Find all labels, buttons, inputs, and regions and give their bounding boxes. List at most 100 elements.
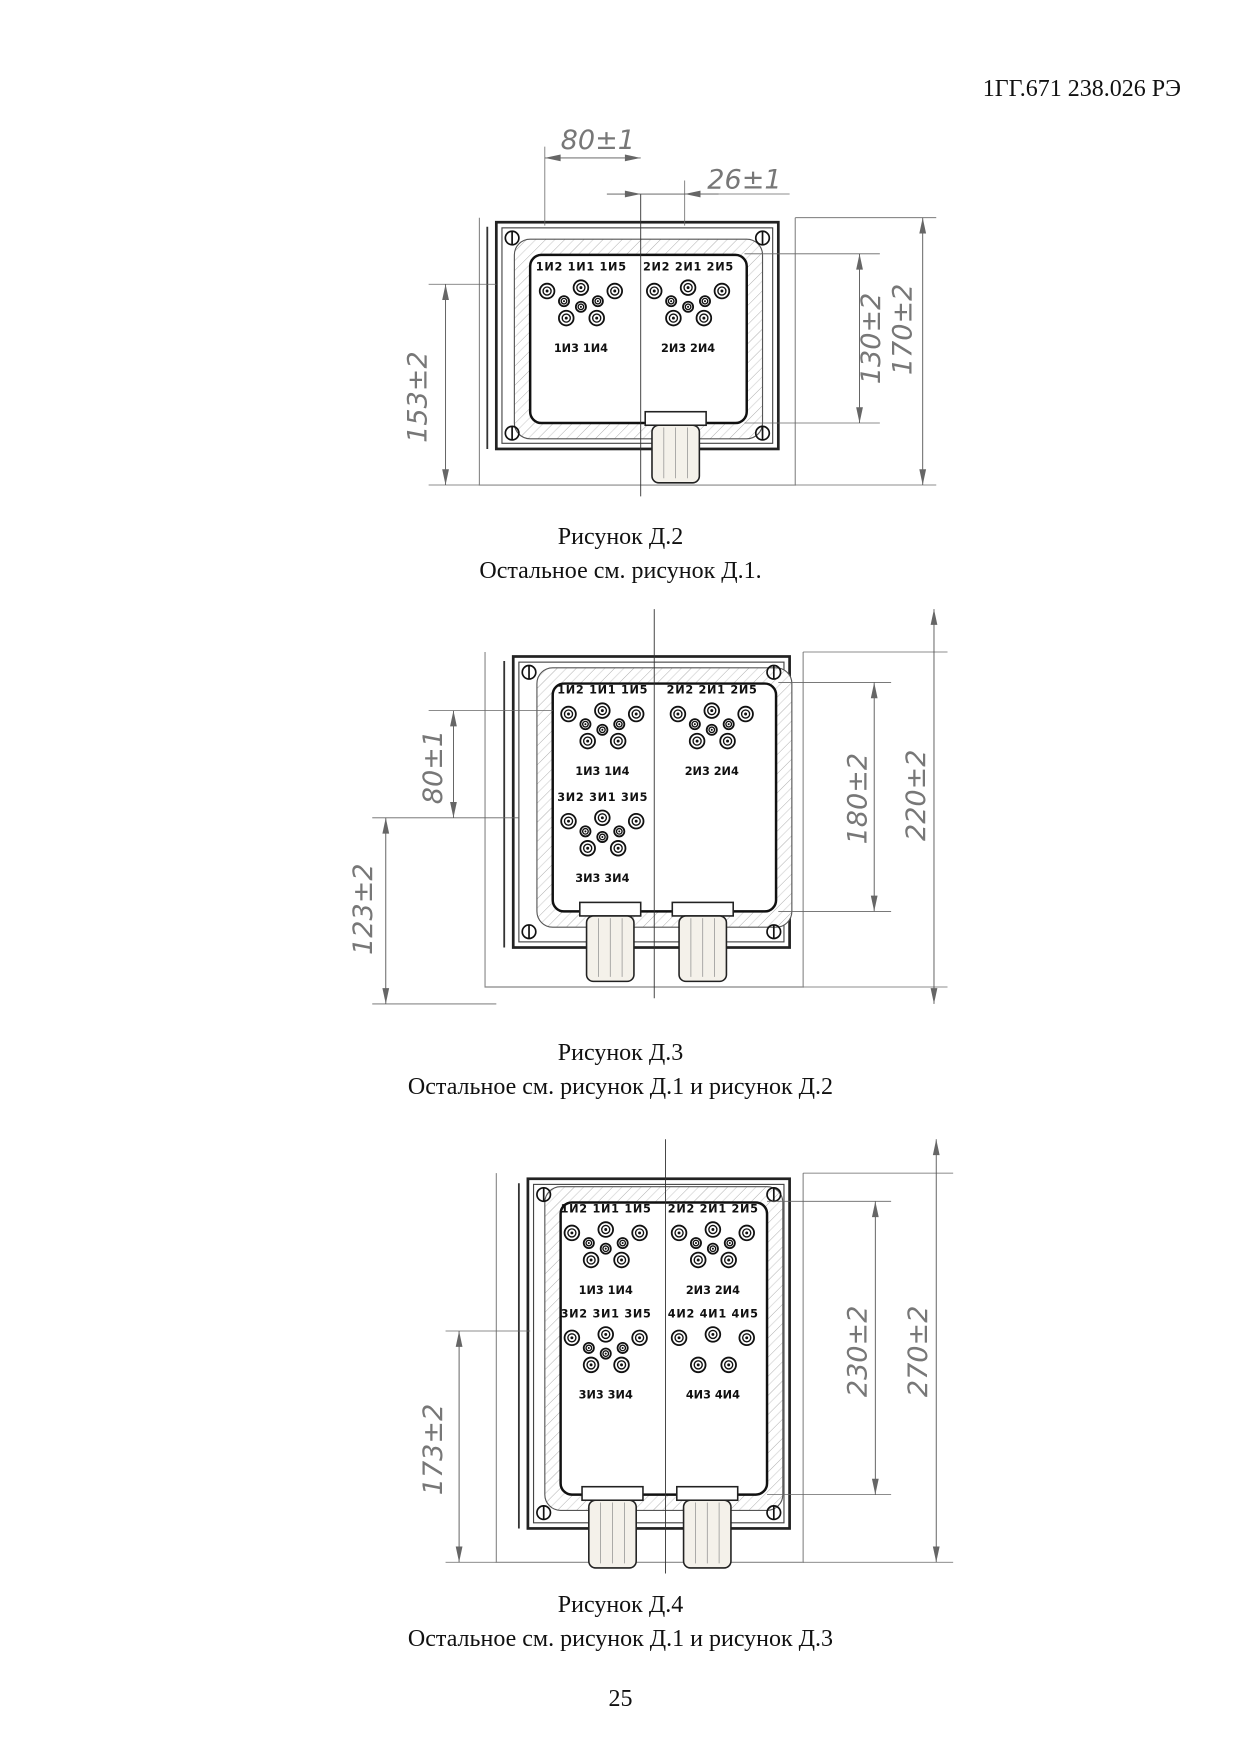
connector-socket-pin	[570, 1231, 574, 1235]
connector-socket-inner	[585, 1239, 593, 1247]
cable-gland	[671, 901, 734, 983]
dimension-arrow	[856, 253, 863, 270]
connector-socket-inner	[693, 1360, 703, 1370]
connector-socket-icon	[682, 300, 695, 313]
connector-socket-inner	[619, 1239, 627, 1247]
connector-socket-inner	[592, 313, 602, 323]
figure-note: Остальное см. рисунок Д.1 и рисунок Д.3	[407, 1626, 834, 1652]
connector-socket-icon	[722, 718, 735, 731]
dimension-arrow	[930, 609, 938, 625]
connector-group-bottom-label: 3И3 3И4	[575, 872, 629, 885]
connector-socket-pin	[620, 1258, 623, 1262]
connector-socket-icon	[631, 1329, 648, 1347]
connector-socket-pin	[696, 1363, 700, 1367]
connector-socket-pin	[584, 723, 587, 726]
connector-socket-pin	[618, 830, 621, 833]
connector-socket-inner	[598, 833, 606, 841]
dimension-arrow	[856, 407, 863, 423]
connector-socket-icon	[723, 1237, 736, 1250]
connector-socket-icon	[582, 1356, 600, 1374]
dimension-arrow	[624, 190, 641, 198]
connector-socket-inner	[613, 736, 623, 746]
gland-nut	[579, 901, 642, 917]
enclosure-frame-inner	[532, 1183, 785, 1524]
connector-socket-icon	[689, 1251, 707, 1269]
connector-socket-icon	[579, 718, 592, 731]
connector-socket-inner	[709, 1245, 717, 1253]
connector-group-bottom-label: 1И3 1И4	[554, 342, 608, 355]
connector-socket-icon	[596, 723, 609, 736]
connector-socket-inner	[613, 843, 623, 853]
connector-socket-icon	[719, 732, 736, 750]
connector-socket-pin	[726, 739, 730, 743]
connector-socket-pin	[601, 835, 604, 838]
connector-socket-icon	[669, 705, 687, 723]
dimension-arrow	[930, 988, 938, 1004]
dimension-arrow	[871, 1201, 879, 1218]
connector-socket-inner	[742, 1333, 752, 1343]
connector-socket-inner	[667, 297, 675, 305]
connector-group-top-label: 2И2 2И1 2И5	[667, 684, 757, 697]
dimension-label: 123±2	[348, 863, 379, 955]
dimension-arrow	[442, 469, 449, 486]
connector-socket-pin	[745, 1336, 749, 1340]
connector-group-top-label: 2И2 2И1 2И5	[643, 261, 733, 274]
connector-socket-icon	[609, 840, 627, 857]
connector-socket-inner	[631, 709, 641, 719]
dimension-arrow	[932, 1546, 940, 1563]
connector-socket-pin	[638, 1231, 642, 1235]
connector-socket-inner	[631, 816, 641, 826]
connector-socket-inner	[616, 1360, 627, 1370]
figure-d3-caption: Рисунок Д.3 Остальное см. рисунок Д.1 и …	[0, 1036, 1241, 1104]
dimension-arrow	[442, 284, 449, 301]
connector-socket-inner	[708, 1224, 718, 1235]
dimension-label: 173±2	[418, 1404, 449, 1496]
connector-socket-inner	[577, 303, 585, 311]
horizontal-dimension: 80±1	[544, 125, 641, 162]
connector-socket-inner	[668, 313, 679, 323]
connector-socket-inner	[586, 1360, 596, 1370]
connector-socket-icon	[689, 1237, 702, 1250]
connector-socket-icon	[631, 1224, 648, 1242]
vertical-dimension: 230±2	[842, 1201, 879, 1495]
connector-socket-icon	[579, 732, 596, 750]
connector-socket-pin	[587, 1242, 590, 1245]
connector-socket-inner	[615, 720, 623, 728]
connector-socket-pin	[567, 712, 570, 716]
connector-socket-icon	[613, 825, 626, 838]
connector-socket-inner	[684, 303, 692, 311]
figure-title: Рисунок Д.3	[557, 1040, 684, 1066]
connector-socket-pin	[652, 289, 656, 293]
dimension-label: 153±2	[402, 351, 433, 443]
connector-socket-icon	[670, 1329, 688, 1347]
connector-socket-pin	[696, 1258, 700, 1262]
dimension-label: 230±2	[842, 1306, 873, 1398]
connector-socket-icon	[582, 1251, 600, 1269]
connector-socket-icon	[627, 705, 645, 723]
connector-socket-icon	[703, 702, 721, 719]
connector-socket-inner	[722, 736, 733, 746]
connector-socket-pin	[545, 289, 549, 293]
dimension-label: 170±2	[887, 284, 918, 376]
mounting-plate	[484, 651, 804, 988]
connector-socket-pin	[694, 1242, 697, 1245]
connector-socket-pin	[596, 300, 599, 303]
connector-socket-pin	[702, 316, 706, 320]
connector-socket-inner	[598, 726, 606, 734]
connector-socket-inner	[619, 1344, 627, 1352]
dimension-arrow	[382, 988, 390, 1004]
connector-socket-inner	[582, 843, 593, 853]
connector-socket-icon	[613, 718, 626, 731]
connector-socket-pin	[634, 712, 638, 716]
connector-socket-inner	[726, 1239, 734, 1247]
connector-socket-inner	[673, 709, 683, 719]
connector-socket-pin	[671, 316, 675, 320]
connector-socket-inner	[602, 1350, 610, 1358]
dimension-arrow	[870, 682, 878, 699]
connector-socket-pin	[711, 1247, 714, 1250]
connector-socket-pin	[586, 739, 590, 743]
